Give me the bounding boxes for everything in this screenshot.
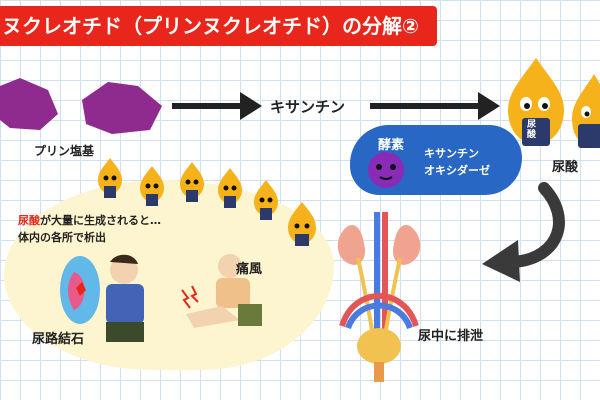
curved-arrow-to-excretion	[482, 182, 565, 282]
xanthine-oxidase-line2: オキシダーゼ	[424, 164, 490, 177]
page-title: ヌクレオチド（プリンヌクレオチド）の分解②	[0, 6, 437, 46]
deposition-note-line2: 体内の各所で析出	[18, 231, 106, 244]
gout-illustration	[181, 254, 262, 328]
note-line1-rest: が大量に生成されると…	[40, 214, 161, 227]
urinary-system-illustration	[337, 212, 421, 382]
excretion-label: 尿中に排泄	[418, 329, 484, 344]
mini-mascot-3	[180, 162, 204, 202]
arrow-head-to-uric-acid	[478, 92, 500, 120]
mini-mascot-5	[254, 180, 278, 220]
uric-acid-label: 尿酸	[552, 160, 579, 175]
gout-label: 痛風	[236, 262, 263, 277]
kidney-stone-label: 尿路結石	[32, 332, 85, 347]
uric-acid-mascot-large	[508, 58, 564, 146]
enzyme-label: 酵素	[378, 138, 405, 153]
mascot-badge: 尿 酸	[527, 120, 537, 140]
purine-hexagon-left	[0, 78, 58, 130]
purine-base-label: プリン塩基	[34, 144, 95, 158]
uric-acid-mascots	[508, 58, 600, 148]
deposition-panel	[4, 180, 334, 370]
mini-mascot-6	[288, 202, 316, 246]
arrow-to-xanthine	[172, 103, 242, 109]
arrow-head-to-xanthine	[240, 92, 262, 120]
xanthine-oxidase-line1: キサンチン	[424, 147, 479, 160]
purine-base-shapes	[0, 78, 162, 134]
mini-mascot-4	[218, 168, 242, 208]
mini-mascot-1	[98, 158, 122, 198]
mini-mascot-2	[140, 166, 164, 206]
enzyme-character	[368, 152, 404, 188]
kidney-stone-illustration	[60, 254, 144, 342]
uric-acid-mascot-partial	[572, 74, 600, 148]
xanthine-label: キサンチン	[270, 98, 346, 116]
purine-hexagon-right	[82, 82, 162, 134]
note-uric-acid-word: 尿酸	[18, 214, 40, 227]
uric-acid-mascot-row	[98, 158, 316, 246]
deposition-note-line1: 尿酸が大量に生成されると…	[18, 212, 161, 228]
arrow-to-uric-acid	[370, 103, 480, 109]
